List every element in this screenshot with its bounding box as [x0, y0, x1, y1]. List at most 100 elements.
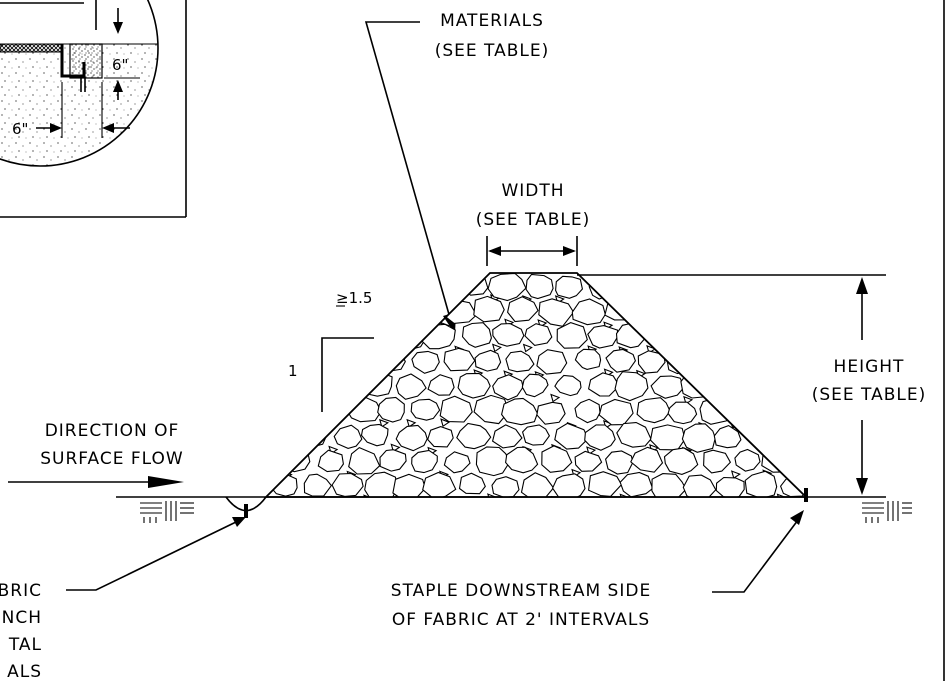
rock-stone [301, 372, 328, 396]
rock-stone [713, 424, 742, 449]
height-label: HEIGHT [834, 357, 905, 377]
rock-stone [376, 348, 406, 372]
rock-stone [703, 449, 732, 474]
rock-chip [840, 498, 848, 505]
rock-stone [457, 372, 491, 399]
rock-stone [473, 394, 510, 425]
rock-chip [809, 294, 817, 301]
rock-stone [427, 426, 454, 448]
rock-stone [699, 397, 731, 425]
rock-chip [682, 296, 693, 306]
rock-stone [333, 424, 363, 449]
rock-stone [505, 350, 535, 373]
rock-chip [792, 369, 803, 379]
rock-stone [554, 374, 582, 397]
rock-stone [487, 273, 527, 302]
rock-stone [666, 350, 697, 375]
rock-chip [487, 493, 498, 497]
rock-chip [774, 446, 785, 455]
rock-stone [348, 446, 381, 475]
rock-stone [475, 446, 511, 477]
rock-stone [298, 425, 327, 449]
rock-stone [617, 273, 650, 303]
rock-chip [362, 343, 373, 353]
rock-stone [541, 445, 573, 473]
rock-stone [632, 302, 662, 323]
staple-callout: STAPLE DOWNSTREAM SIDE OF FABRIC AT 2' I… [391, 510, 804, 630]
rock-stone [694, 348, 729, 373]
rock-stone [729, 299, 765, 326]
rock-stone [266, 346, 284, 375]
rock-stone [345, 396, 382, 423]
rock-stone [359, 326, 392, 352]
rock-stone [313, 394, 349, 424]
rock-stone [443, 347, 476, 372]
rock-chip [278, 319, 289, 329]
rock-chip [695, 371, 707, 380]
staple-right-icon [804, 488, 808, 502]
detail-dim-vertical: 6" [112, 56, 128, 74]
rock-chip [844, 297, 852, 304]
rock-stone [663, 447, 699, 475]
rock-stone [492, 323, 525, 347]
rock-chip [266, 295, 276, 305]
rock-chip [379, 418, 390, 428]
rock-stone [797, 451, 806, 477]
rock-stone [443, 451, 471, 474]
rock-stone [680, 371, 714, 399]
rock-chip [744, 294, 755, 303]
rock-stone [682, 474, 717, 497]
rock-stone [525, 273, 554, 300]
rock-stone [538, 298, 575, 327]
rock-stone [266, 421, 296, 448]
slope-indicator: ≥1.5 1 [288, 289, 374, 412]
rock-stone [297, 276, 326, 300]
rock-stone [805, 323, 806, 351]
detail-dim-horizontal: 6" [12, 120, 28, 138]
rock-chip [375, 322, 386, 331]
rock-stone [491, 424, 523, 449]
flow-direction-callout: DIRECTION OF SURFACE FLOW [8, 421, 184, 488]
rock-stone [439, 395, 473, 423]
rock-stone [587, 372, 620, 397]
rock-stone [317, 449, 344, 473]
rock-chip [330, 344, 341, 354]
materials-callout: MATERIALS (SEE TABLE) [364, 11, 548, 334]
rock-stone [505, 446, 539, 474]
staple-label-2: OF FABRIC AT 2' INTERVALS [392, 610, 650, 630]
rock-stone [266, 321, 267, 351]
rock-stone [521, 373, 549, 398]
detail-circle [0, 0, 159, 167]
rock-stone [574, 398, 601, 424]
rock-stone [524, 323, 553, 346]
rock-stone [411, 350, 440, 374]
rock-stone [311, 347, 346, 374]
rock-stone [604, 450, 634, 475]
rock-stone [730, 346, 765, 374]
fabric-label-line-1: BRIC [0, 581, 42, 601]
rock-stone [650, 274, 684, 303]
fabric-label-line-3: TAL [8, 635, 42, 655]
staple-label: STAPLE DOWNSTREAM SIDE [391, 581, 651, 601]
rock-chip [522, 343, 533, 353]
rock-chip [619, 493, 630, 497]
rock-stone [456, 422, 492, 450]
width-dimension: WIDTH (SEE TABLE) [476, 181, 589, 266]
rock-stone [460, 273, 489, 296]
rock-stone [301, 323, 329, 346]
rock-chip [617, 296, 628, 306]
rock-stone [751, 377, 778, 400]
rock-stone [266, 320, 301, 350]
rock-chip [391, 347, 402, 356]
slope-run-label: ≥1.5 [336, 289, 372, 307]
rock-chip [779, 397, 790, 406]
rock-chip [794, 421, 805, 430]
earth-symbol-left [140, 501, 194, 523]
rock-stone [281, 397, 314, 426]
rock-stone [651, 473, 687, 497]
rock-stone [759, 299, 792, 325]
rock-stone [758, 345, 796, 376]
rock-chip [807, 345, 815, 352]
rock-stone [775, 420, 806, 451]
